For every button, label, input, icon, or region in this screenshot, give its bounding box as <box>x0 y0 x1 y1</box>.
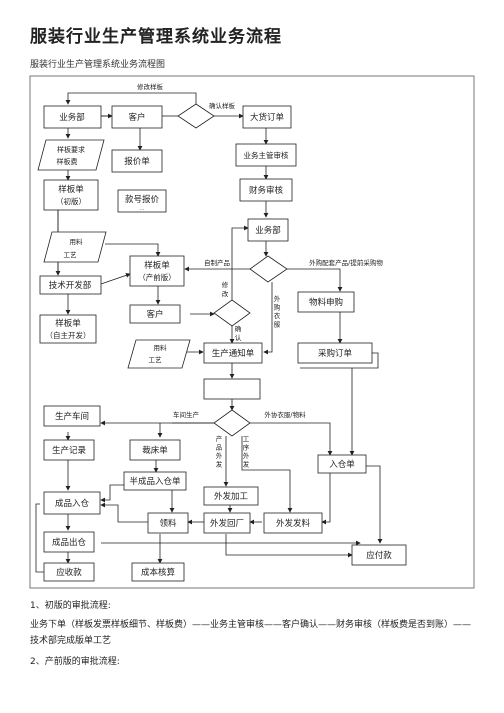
edge-label: 确 <box>235 324 242 333</box>
node-label: 款号报价 <box>125 194 160 205</box>
flowchart-frame <box>29 75 475 589</box>
node-label: 样板要求 <box>57 145 85 154</box>
flowchart-connectors <box>35 92 383 573</box>
node-shengchan-jilu <box>43 439 95 461</box>
node-waifa-jiagong <box>203 486 259 506</box>
node-label: 外发加工 <box>214 491 249 502</box>
node-label: （初版） <box>56 196 86 206</box>
node-lingliao <box>147 512 189 534</box>
node-label: 生产记录 <box>52 445 87 456</box>
node-label: 用料 <box>154 343 168 352</box>
node-shengchan-tongzhi <box>203 342 263 364</box>
node-kehu-mid <box>129 304 181 324</box>
node-label: 用料 <box>70 237 84 246</box>
page-subtitle: 服装行业生产管理系统业务流程图 <box>30 60 166 70</box>
node-label: 业务部 <box>59 112 85 123</box>
node-yewubu-mid <box>247 218 289 242</box>
node-label: 技术开发部 <box>49 280 92 291</box>
node-label: 入仓单 <box>329 459 355 470</box>
node-label: 裁床单 <box>142 445 168 456</box>
node-chengben-hesuan <box>131 562 185 582</box>
decision-chejian-waifa <box>213 409 251 437</box>
edge-label: 自制产品 <box>204 258 230 267</box>
node-caiwu-shenhe <box>239 178 293 202</box>
node-shengchan-chejian <box>43 405 101 427</box>
node-yangban-yaoqiu <box>37 139 105 171</box>
node-chengpin-rucang <box>43 491 101 515</box>
edge-label-vertical: 外购衣服 <box>274 294 281 329</box>
edge-label: 外购配套产品/提前采购物 <box>309 258 383 267</box>
node-waifa-huichang <box>203 512 251 534</box>
edge-label: 车间生产 <box>173 410 200 419</box>
node-chengpin-chucang <box>43 531 95 553</box>
node-label: 客户 <box>146 309 163 320</box>
node-yongliao-1 <box>43 231 107 263</box>
node-label: 样板费 <box>57 157 78 166</box>
node-dahuo-dingdan <box>242 105 292 129</box>
edge-label: 认 <box>235 333 242 342</box>
node-label: 成本核算 <box>141 567 176 578</box>
node-baojia-dan <box>111 149 163 173</box>
node-label: （自主开发） <box>46 330 91 340</box>
node-label: （产前版） <box>138 272 176 282</box>
page-title: 服装行业生产管理系统业务流程 <box>30 27 282 47</box>
node-label: 物料申购 <box>309 297 343 308</box>
node-label: 业务主管审核 <box>244 150 289 160</box>
decision-zizhi-waigou <box>249 255 288 283</box>
paragraph-1: 1、初版的审批流程: <box>30 601 111 611</box>
decision-kehu-confirm <box>177 103 215 129</box>
decision-kehu-queren <box>213 299 251 327</box>
node-label: 应付款 <box>366 550 392 561</box>
paragraph-3: 2、产前版的审批流程: <box>30 657 120 667</box>
node-yangban-zizhu <box>39 314 97 344</box>
node-ruku-dan <box>317 454 367 474</box>
node-yangban-chanqian <box>129 255 185 287</box>
edge-label: 确认样板 <box>209 101 236 110</box>
node-banchengpin <box>123 471 187 491</box>
node-label: 采购订单 <box>318 348 353 359</box>
node-label: 样板单 <box>55 318 81 329</box>
node-label: 成品出仓 <box>52 537 87 548</box>
node-yingshou <box>43 562 95 582</box>
node-label: 客户 <box>128 112 145 123</box>
node-label: 半成品入仓单 <box>129 476 181 487</box>
node-label: 工艺 <box>64 251 78 259</box>
node-label: 生产通知单 <box>212 348 255 359</box>
node-yangban-chuban <box>43 179 99 211</box>
node-shengchan-blank <box>203 378 261 400</box>
node-label: 成品入仓 <box>55 498 90 509</box>
node-label: 外发发料 <box>276 518 311 529</box>
node-label: ... <box>140 206 145 212</box>
edge-label: 外协衣服/物料 <box>264 410 306 419</box>
node-caichuang-dan <box>129 439 181 461</box>
node-caigou-dingdan <box>297 342 373 364</box>
node-label: 工艺 <box>149 356 163 364</box>
edge-label-vertical: 工序外发 <box>243 435 250 469</box>
edge-label: 改 <box>222 289 229 298</box>
node-yewubu-top <box>43 105 102 129</box>
node-label: 生产车间 <box>55 411 89 422</box>
node-jishu-kaifa <box>39 275 102 295</box>
node-label: 应收款 <box>56 567 82 578</box>
node-label: 领料 <box>159 518 177 529</box>
node-yingfu <box>351 544 407 566</box>
edge-label: 修 <box>222 280 229 289</box>
node-label: 样板单 <box>58 184 84 195</box>
node-label: 财务审核 <box>249 185 284 196</box>
paragraph-2: 业务下单（样板发票样板细节、样板费）——业务主管审核——客户确认——财务审核（样… <box>30 620 472 646</box>
edge-label-vertical: 产品外发 <box>216 434 223 469</box>
node-label: 业务部 <box>255 225 281 236</box>
node-yewu-zhuguan <box>235 143 297 167</box>
node-wuliao-caigou <box>297 291 355 313</box>
node-label: 外发回厂 <box>210 518 244 529</box>
node-kuanhao-baojia <box>117 189 167 213</box>
node-label: 报价单 <box>124 156 150 167</box>
node-yongliao-2 <box>127 339 191 369</box>
node-kehu-top <box>111 105 163 129</box>
node-waifa-faliao <box>263 512 323 534</box>
node-label: 大货订单 <box>250 112 285 123</box>
node-label: 样板单 <box>144 260 170 271</box>
edge-label: 修改样板 <box>137 82 164 91</box>
